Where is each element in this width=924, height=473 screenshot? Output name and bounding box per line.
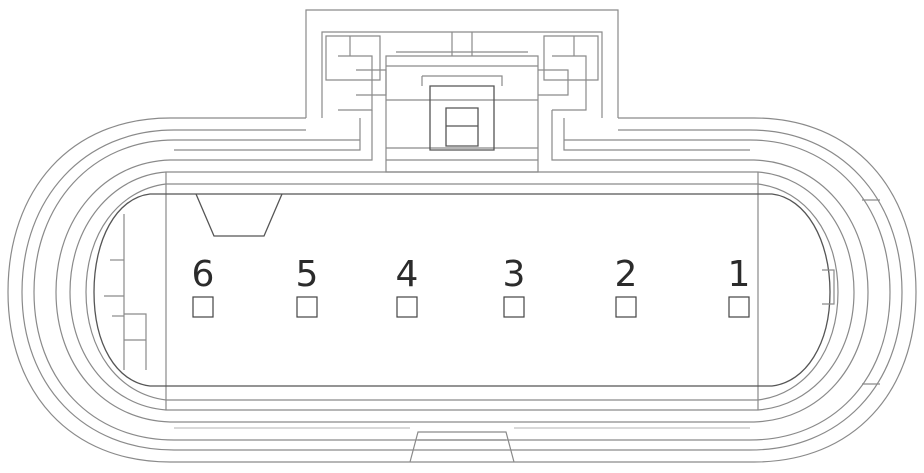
- pin-contact-cavity: [728, 296, 750, 318]
- pin-contact-cavity: [503, 296, 525, 318]
- pin-number-label: 2: [615, 254, 638, 295]
- pin-number-label: 6: [192, 254, 215, 295]
- latch-housing: [170, 9, 754, 173]
- inner-cavity: [93, 193, 880, 387]
- pin-number-label: 5: [296, 254, 319, 295]
- pin-number-label: 1: [728, 254, 751, 295]
- pin-contact-cavity: [396, 296, 418, 318]
- pin-contact-cavity: [615, 296, 637, 318]
- pin-contact-cavity: [192, 296, 214, 318]
- bottom-key: [174, 427, 750, 463]
- pin-cavities: 6 5 4 3 2 1: [192, 254, 751, 318]
- outer-shell: [7, 117, 917, 463]
- seal-ring: [55, 159, 869, 423]
- pin-number-label: 4: [396, 254, 419, 295]
- pin-number-label: 3: [503, 254, 526, 295]
- pin-contact-cavity: [296, 296, 318, 318]
